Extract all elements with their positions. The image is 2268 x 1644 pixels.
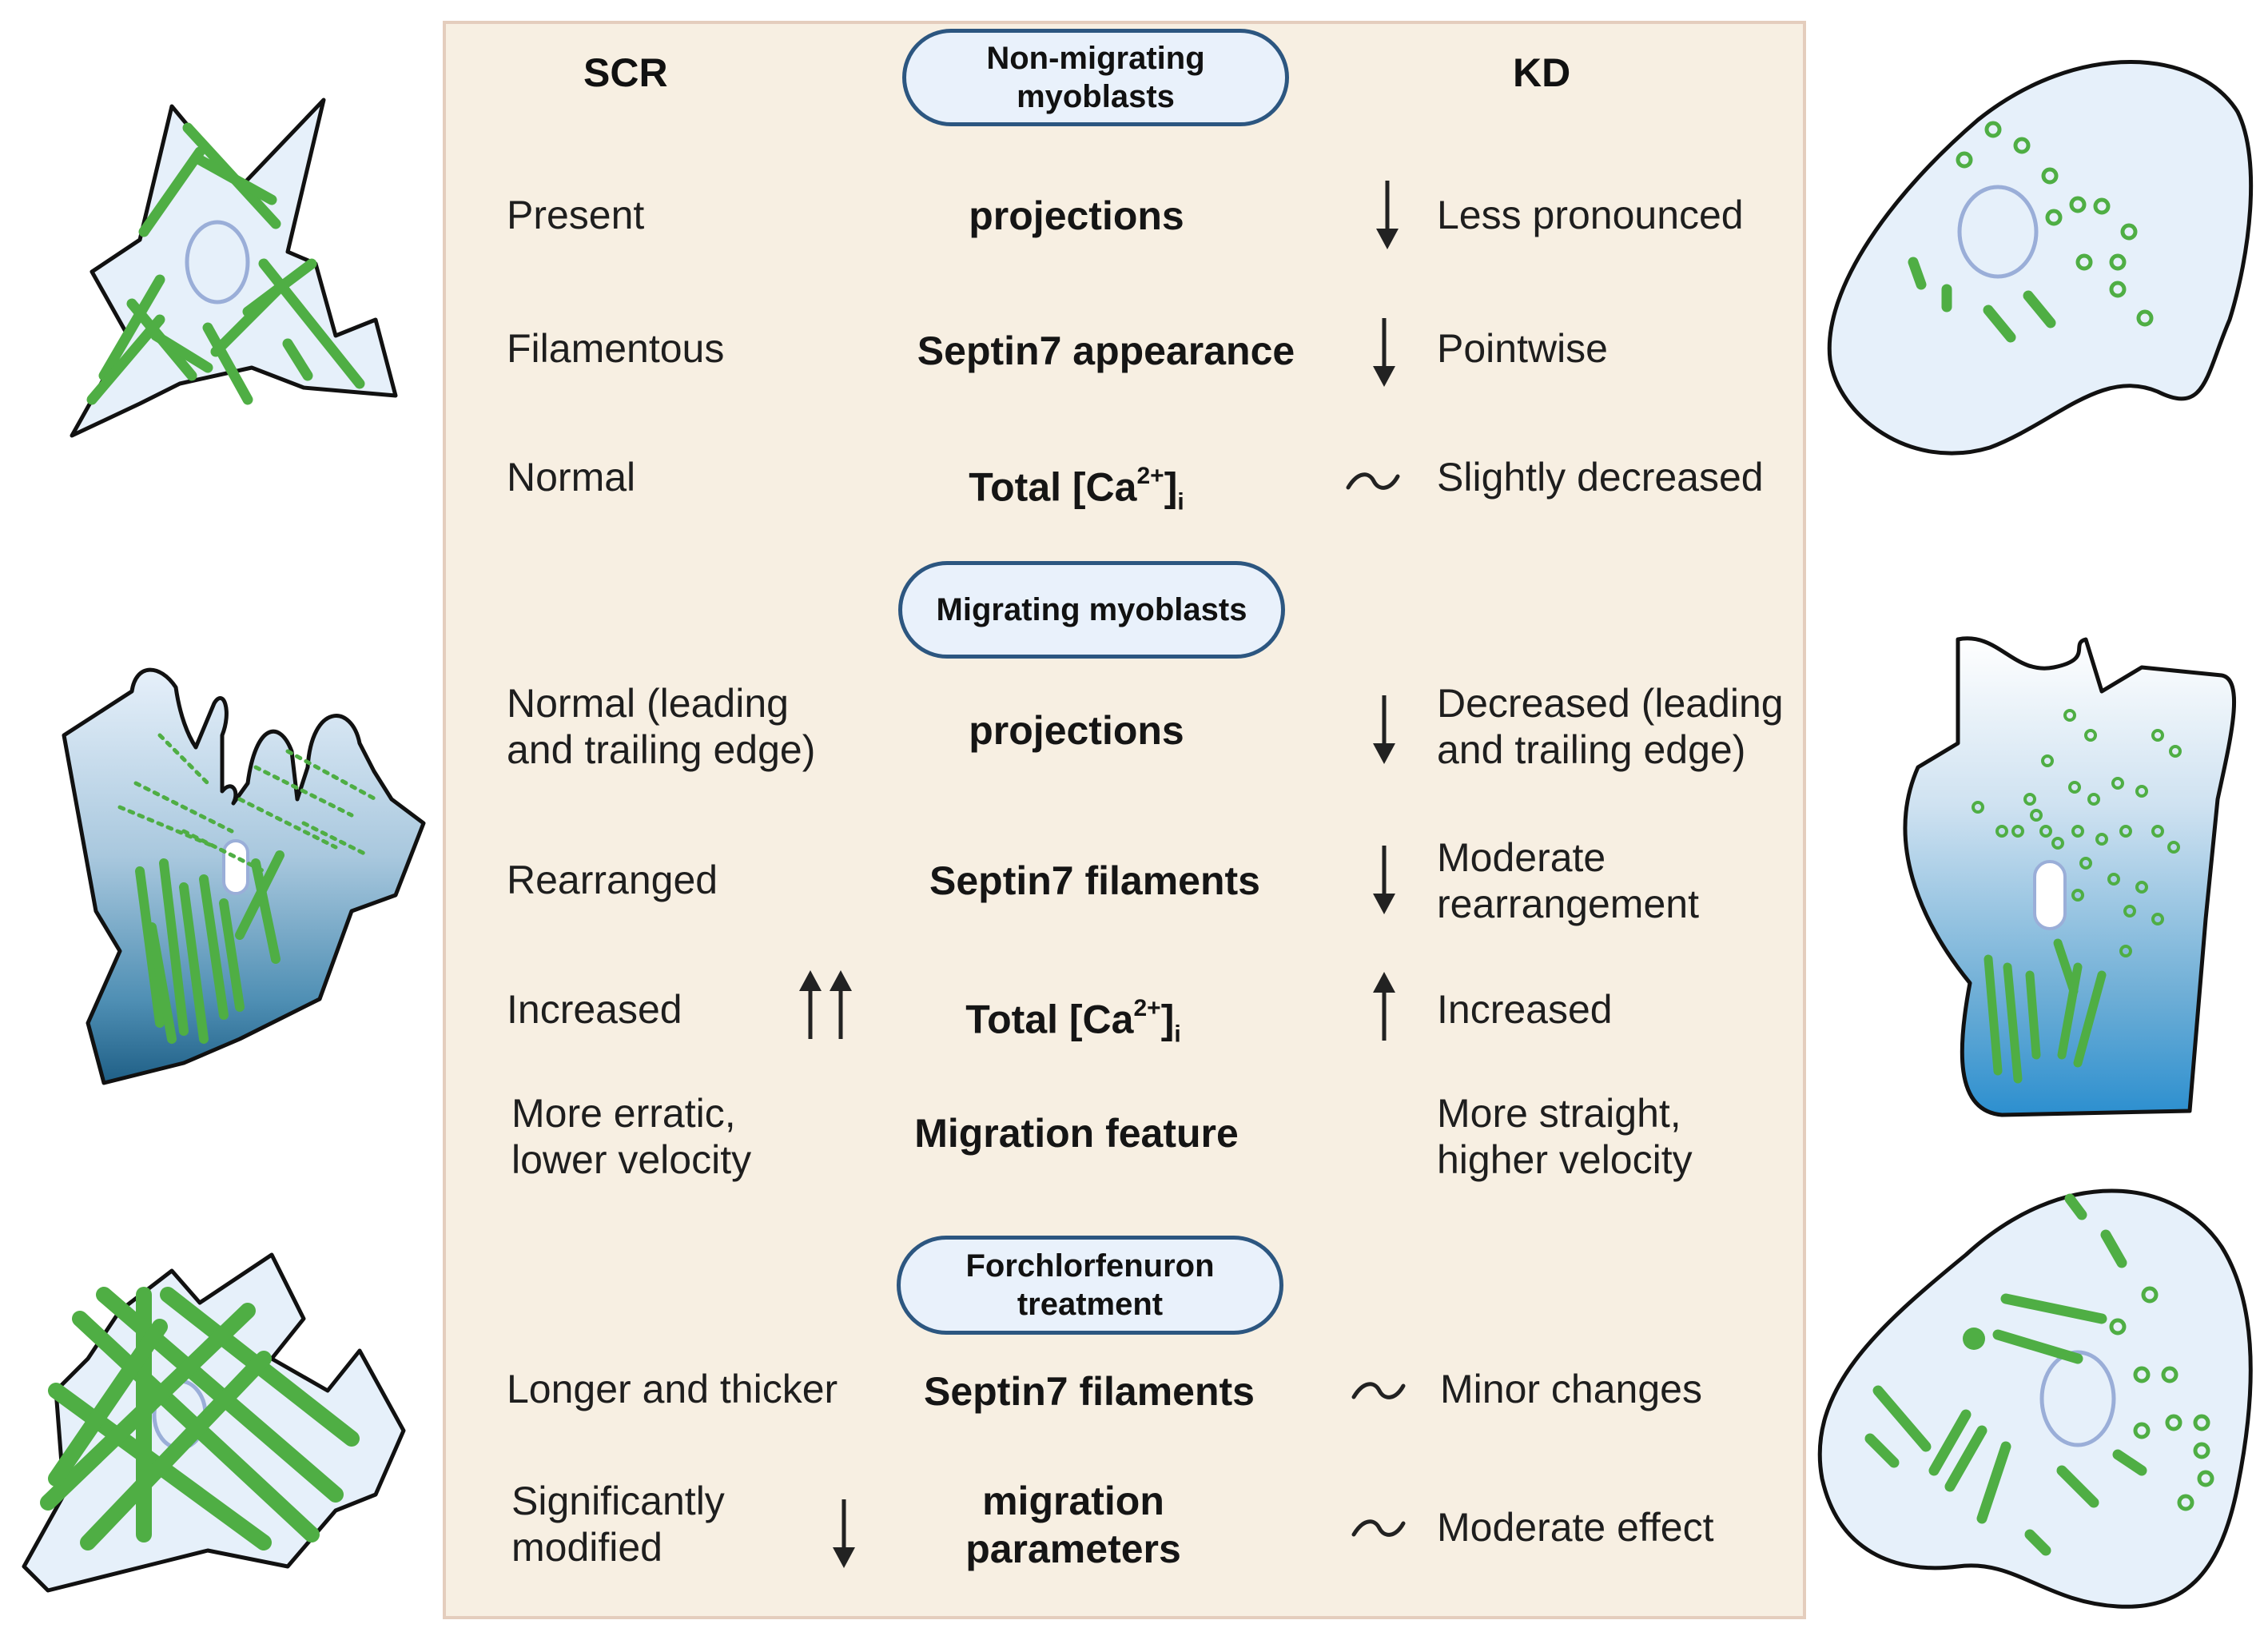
- tilde-icon: [1351, 1382, 1406, 1399]
- down-arrow-icon: [1376, 181, 1399, 249]
- kd-migrating-cell-icon: [1903, 636, 2237, 1117]
- feature-label: Septin7 filaments: [929, 858, 1260, 903]
- feature-label: migration parameters: [965, 1479, 1181, 1571]
- section-migrating-myoblasts: Migrating myoblasts: [898, 561, 1285, 659]
- down-arrow-icon: [1373, 695, 1395, 764]
- kd-non-migrating-cell-icon: [1827, 60, 2254, 456]
- kd-value: Moderate effect: [1437, 1505, 1714, 1550]
- scr-value: Normal (leading and trailing edge): [507, 681, 816, 772]
- scr-column-header: SCR: [583, 50, 668, 95]
- scr-value: Significantly modified: [511, 1479, 725, 1570]
- kd-column-header: KD: [1513, 50, 1571, 95]
- double-up-arrow-icon: [799, 970, 852, 1039]
- section-forchlorfenuron-treatment: Forchlorfenuron treatment: [897, 1236, 1283, 1335]
- scr-value: Rearranged: [507, 858, 718, 902]
- summary-panel: [443, 21, 1806, 1619]
- feature-label: Septin7 appearance: [917, 328, 1295, 373]
- feature-label: projections: [969, 708, 1184, 753]
- scr-value: Increased: [507, 987, 682, 1032]
- scr-non-migrating-cell-icon: [70, 98, 398, 438]
- scr-forchlorfenuron-cell-icon: [22, 1252, 406, 1593]
- section-non-migrating-myoblasts: Non-migrating myoblasts: [902, 29, 1289, 126]
- feature-label: Migration feature: [914, 1111, 1239, 1156]
- scr-migrating-cell-icon: [62, 667, 426, 1085]
- feature-label-calcium: Total [Ca2+]i: [965, 995, 1181, 1048]
- kd-value: Decreased (leading and trailing edge): [1437, 681, 1784, 772]
- kd-value: Increased: [1437, 987, 1613, 1032]
- kd-forchlorfenuron-cell-icon: [1817, 1188, 2253, 1609]
- down-arrow-icon: [1373, 846, 1395, 914]
- scr-value: Filamentous: [507, 326, 725, 371]
- scr-value: Normal: [507, 455, 636, 500]
- kd-value: Pointwise: [1437, 326, 1608, 371]
- kd-value: Less pronounced: [1437, 193, 1744, 237]
- down-arrow-icon: [833, 1499, 855, 1568]
- kd-value: Moderate rearrangement: [1437, 835, 1699, 926]
- down-arrow-icon: [1373, 318, 1395, 387]
- up-arrow-icon: [1373, 972, 1395, 1041]
- kd-value: Minor changes: [1440, 1367, 1702, 1411]
- feature-label: Septin7 filaments: [924, 1369, 1255, 1414]
- kd-value: More straight, higher velocity: [1437, 1091, 1693, 1182]
- feature-label-calcium: Total [Ca2+]i: [969, 463, 1184, 515]
- scr-value: More erratic, lower velocity: [511, 1091, 752, 1182]
- tilde-icon: [1351, 1519, 1406, 1537]
- scr-value: Longer and thicker: [507, 1367, 838, 1411]
- kd-value: Slightly decreased: [1437, 455, 1764, 500]
- feature-label: projections: [969, 193, 1184, 238]
- scr-value: Present: [507, 193, 645, 237]
- tilde-icon: [1346, 472, 1400, 490]
